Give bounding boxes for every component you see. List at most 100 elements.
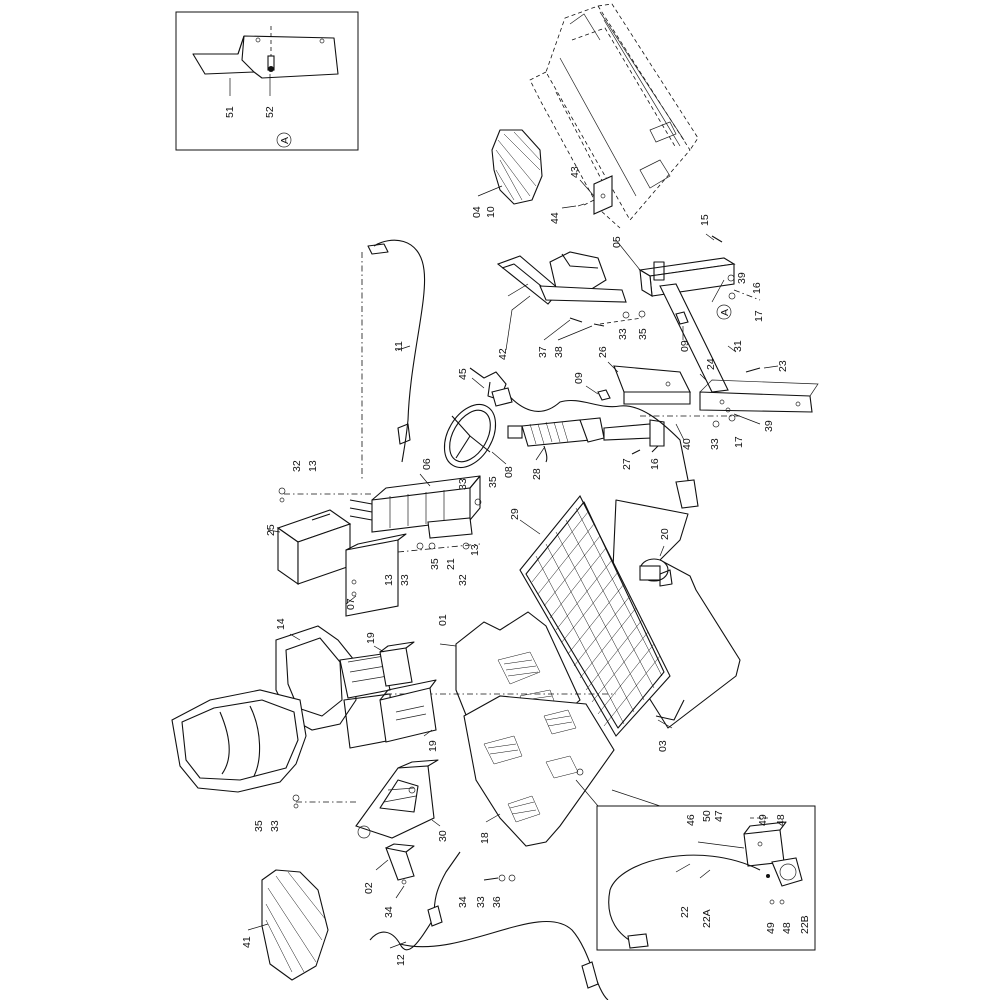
label-08: 08 <box>503 466 515 478</box>
label-37: 37 <box>537 346 549 358</box>
label-34-b: 34 <box>457 896 469 908</box>
label-13-a: 13 <box>307 460 319 472</box>
label-45: 45 <box>457 368 469 380</box>
label-04: 04 <box>471 206 483 218</box>
motor-20: 20 <box>639 528 673 587</box>
label-16-b: 16 <box>649 458 661 470</box>
bracket-19-lower: 19 <box>379 679 439 752</box>
label-12: 12 <box>395 954 407 966</box>
label-43: 43 <box>569 166 581 178</box>
label-24: 24 <box>705 358 717 370</box>
callout-a-top: A <box>279 137 291 144</box>
bracket-31-23: 23 31 24 <box>699 340 789 381</box>
label-33-f: 33 <box>475 896 487 908</box>
label-17-a: 17 <box>753 310 765 322</box>
label-50: 50 <box>701 810 713 822</box>
label-33-e: 33 <box>269 820 281 832</box>
column-fasteners: 40 33 17 39 27 16 <box>621 407 775 470</box>
label-14: 14 <box>275 618 287 630</box>
label-39-a: 39 <box>736 272 748 284</box>
gloves-04-10: 04 10 <box>471 129 543 218</box>
steering-wheel-08: 08 <box>443 404 515 478</box>
seat-fasteners: 35 33 34 33 36 <box>253 794 516 908</box>
callout-a-mid: A <box>719 309 731 316</box>
detail-box-22: 46 50 47 49 48 22 22A 49 48 22B <box>575 779 816 951</box>
label-36: 36 <box>491 896 503 908</box>
label-49-a: 49 <box>757 814 769 826</box>
label-38: 38 <box>553 346 565 358</box>
cable-12: 12 <box>369 851 609 1000</box>
label-09-a: 09 <box>679 340 691 352</box>
label-48-a: 48 <box>775 814 787 826</box>
label-48-b: 48 <box>781 922 793 934</box>
label-42: 42 <box>497 348 509 360</box>
label-23: 23 <box>777 360 789 372</box>
seat-14: 14 <box>171 618 393 793</box>
seat-frame <box>529 3 699 229</box>
label-35-c: 35 <box>429 558 441 570</box>
label-06: 06 <box>421 458 433 470</box>
label-22a: 22A <box>701 909 713 928</box>
housing-26: 26 09 09 <box>573 311 691 405</box>
cable-11: 11 <box>361 239 426 480</box>
mount-bracket-05: 05 15 39 16 17 A <box>611 214 819 413</box>
label-35-d: 35 <box>253 820 265 832</box>
label-33-d: 33 <box>399 574 411 586</box>
label-25: 25 <box>265 524 277 536</box>
pivot-bracket-30: 30 <box>355 759 449 842</box>
label-35-a: 35 <box>637 328 649 340</box>
label-13-c: 13 <box>469 544 481 556</box>
label-19-a: 19 <box>365 632 377 644</box>
label-29: 29 <box>509 508 521 520</box>
label-34-a: 34 <box>383 906 395 918</box>
label-31: 31 <box>732 340 744 352</box>
label-46: 46 <box>685 814 697 826</box>
label-44: 44 <box>549 212 561 224</box>
label-17-b: 17 <box>733 436 745 448</box>
plate-07: 07 13 33 35 21 32 13 <box>345 533 481 617</box>
label-35-b: 35 <box>487 476 499 488</box>
label-52: 52 <box>264 106 276 118</box>
label-15: 15 <box>699 214 711 226</box>
label-27: 27 <box>621 458 633 470</box>
steering-column-28: 28 <box>507 417 665 480</box>
label-41: 41 <box>241 936 253 948</box>
label-18: 18 <box>479 832 491 844</box>
label-33-a: 33 <box>617 328 629 340</box>
label-28: 28 <box>531 468 543 480</box>
label-49-b: 49 <box>765 922 777 934</box>
label-32-a: 32 <box>291 460 303 472</box>
label-26: 26 <box>597 346 609 358</box>
label-02: 02 <box>363 882 375 894</box>
detail-a-box: 51 52 A <box>175 11 359 151</box>
label-20: 20 <box>659 528 671 540</box>
label-01: 01 <box>437 614 449 626</box>
label-13-b: 13 <box>383 574 395 586</box>
valve-block-06: 06 32 13 33 35 <box>278 458 499 539</box>
bracket-02: 02 34 <box>363 843 415 918</box>
label-10: 10 <box>485 206 497 218</box>
grate-29: 29 <box>509 494 671 737</box>
gloves-41: 41 <box>241 869 329 981</box>
label-39-b: 39 <box>763 420 775 432</box>
label-47: 47 <box>713 810 725 822</box>
bracket-25: 25 <box>265 509 352 586</box>
label-07: 07 <box>345 598 357 610</box>
label-33-c: 33 <box>457 478 469 490</box>
label-30: 30 <box>437 830 449 842</box>
label-05: 05 <box>611 236 623 248</box>
label-21: 21 <box>445 558 457 570</box>
label-11: 11 <box>393 341 405 352</box>
lever-console-42: 42 37 38 33 35 <box>496 251 649 360</box>
label-33-b: 33 <box>709 438 721 450</box>
label-51: 51 <box>224 106 236 118</box>
label-03: 03 <box>657 740 669 752</box>
label-32-b: 32 <box>457 574 469 586</box>
label-40: 40 <box>681 438 693 450</box>
floor-plate-18: 18 <box>386 693 616 847</box>
bracket-19-upper: 19 <box>365 632 415 687</box>
label-19-b: 19 <box>427 740 439 752</box>
label-22: 22 <box>679 906 691 918</box>
harness-45: 45 <box>457 367 699 509</box>
